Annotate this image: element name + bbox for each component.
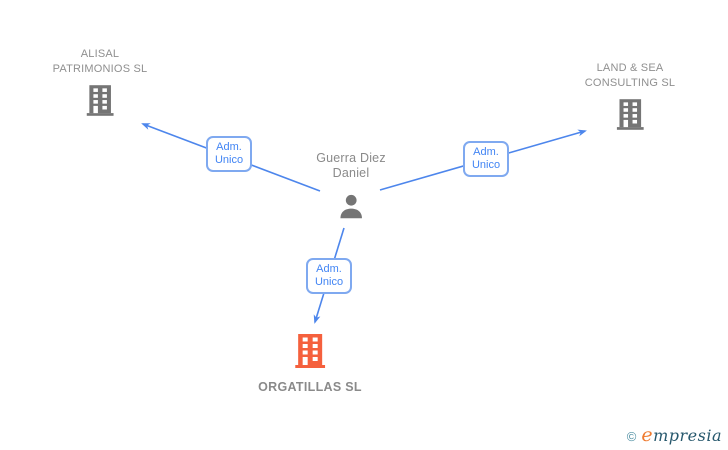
empresia-watermark: © empresia — [627, 424, 722, 446]
brand-initial: e — [641, 424, 654, 446]
company-name: ORGATILLAS SL — [258, 380, 362, 394]
node-person-guerra-diez-daniel[interactable]: Guerra Diez Daniel — [316, 151, 386, 227]
building-icon — [86, 85, 114, 121]
edge-label-adm-unico-2: Adm. Unico — [463, 141, 509, 177]
building-icon-highlighted — [294, 334, 325, 373]
brand-rest: mpresia — [653, 426, 722, 445]
edge-label-text: Adm. — [473, 146, 499, 158]
edge-label-text: Unico — [214, 154, 244, 166]
person-icon — [336, 192, 366, 227]
node-company-orgatillas[interactable]: ORGATILLAS SL — [258, 334, 362, 394]
edge-label-text: Adm. — [216, 141, 242, 153]
brand-logo-text: empresia — [641, 424, 722, 446]
edge-label-adm-unico-1: Adm. Unico — [206, 136, 252, 172]
copyright-icon: © — [626, 429, 637, 444]
company-name: LAND & SEA CONSULTING SL — [584, 62, 676, 89]
edge-label-text: Unico — [314, 276, 344, 288]
node-company-land-sea-consulting[interactable]: LAND & SEA CONSULTING SL — [585, 61, 675, 135]
node-company-alisal-patrimonios[interactable]: ALISAL PATRIMONIOS SL — [53, 47, 148, 121]
person-name: Guerra Diez Daniel — [316, 151, 386, 180]
building-icon — [616, 99, 644, 135]
edge-label-text: Unico — [471, 159, 501, 171]
company-name: ALISAL PATRIMONIOS SL — [52, 48, 148, 75]
edge-label-text: Adm. — [316, 263, 342, 275]
edge-label-adm-unico-3: Adm. Unico — [306, 258, 352, 294]
